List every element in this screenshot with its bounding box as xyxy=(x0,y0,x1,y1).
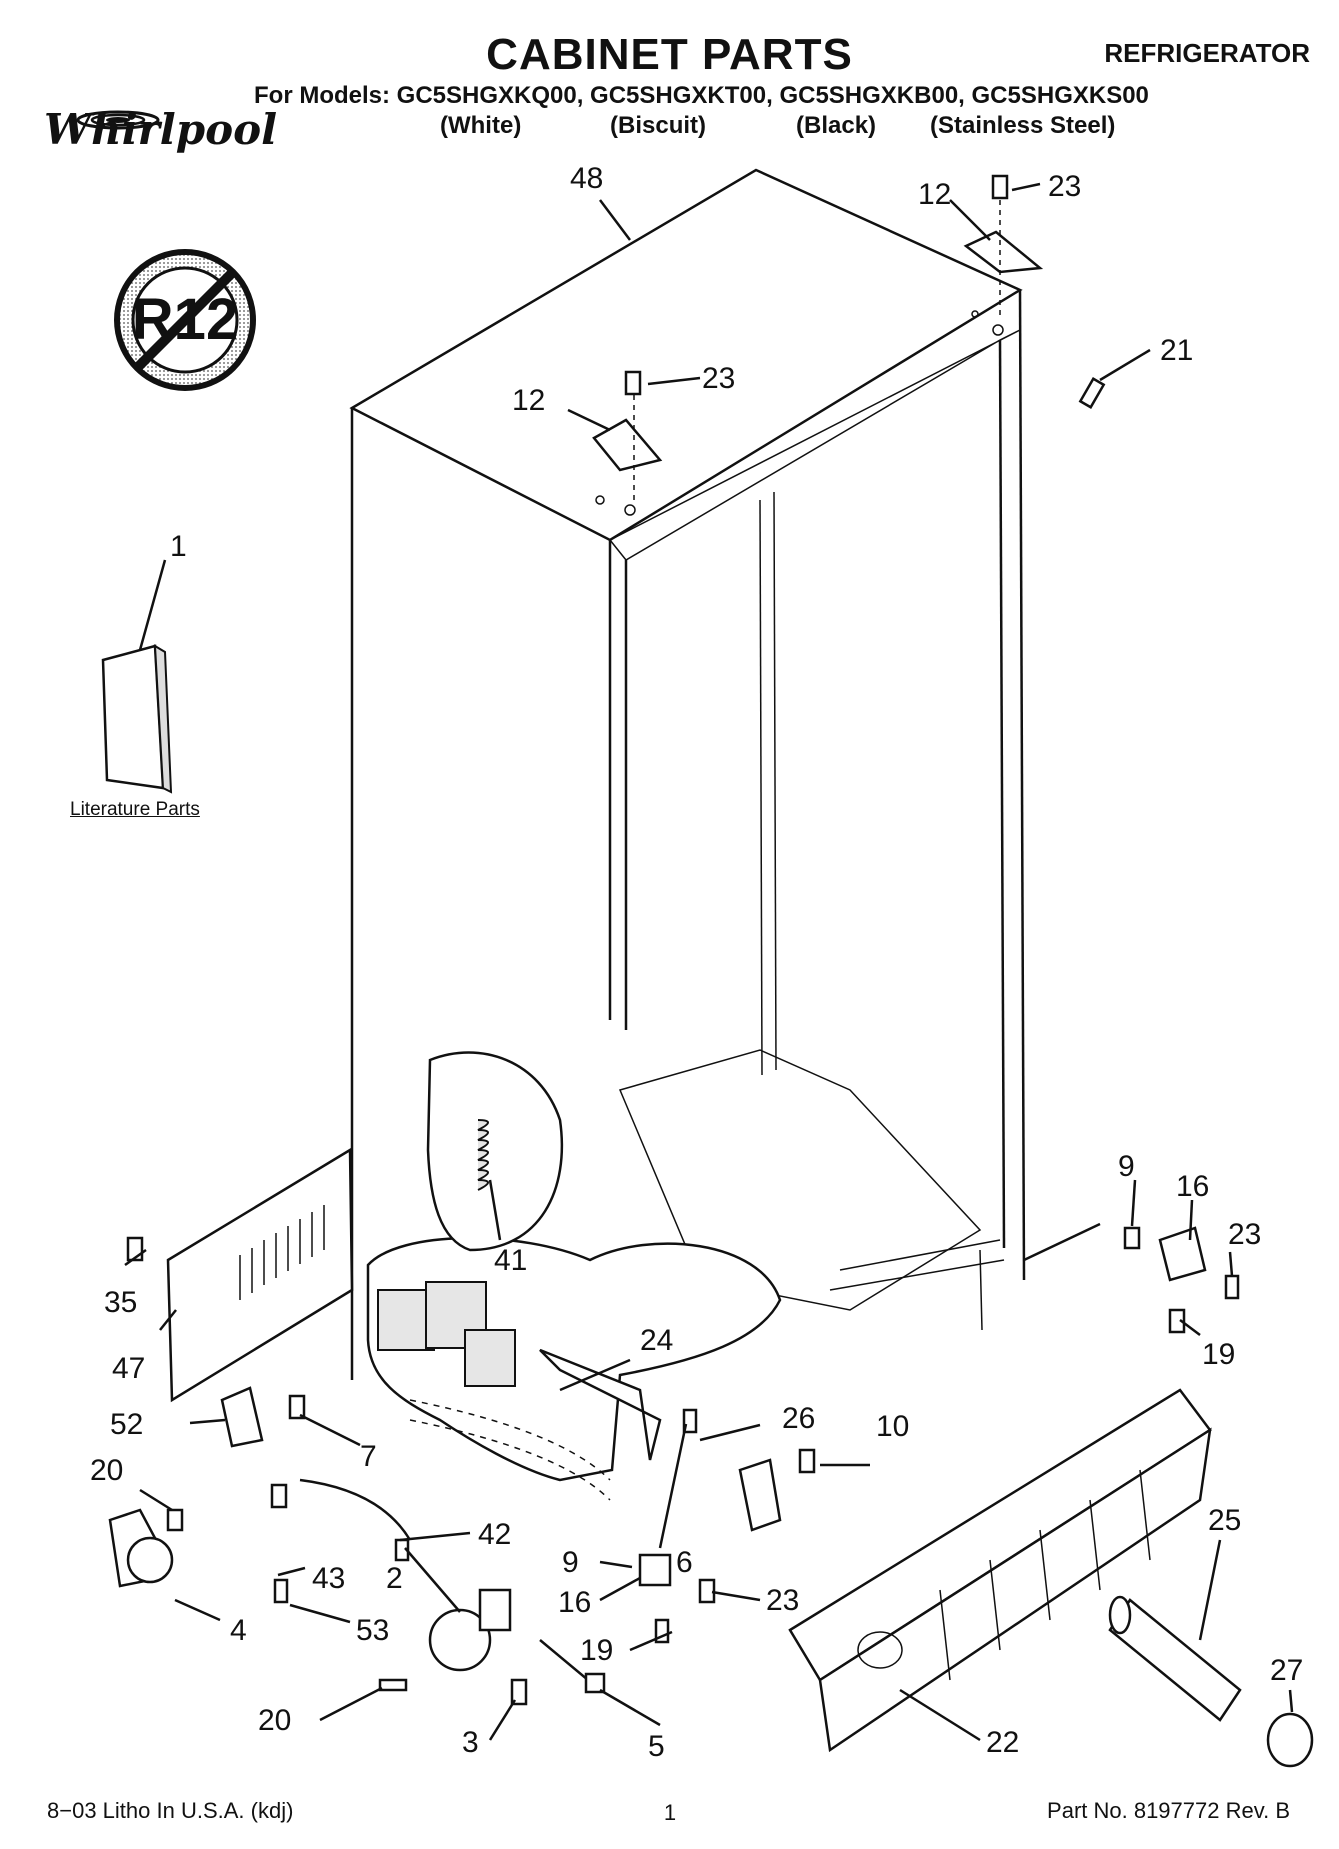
machine-compartment xyxy=(366,1051,782,1501)
callout-7: 7 xyxy=(360,1440,377,1473)
callout-5: 5 xyxy=(648,1730,665,1763)
callout-20-upper: 20 xyxy=(90,1454,123,1487)
callout-22: 22 xyxy=(986,1726,1019,1759)
callout-9-right: 9 xyxy=(1118,1150,1135,1183)
callout-21: 21 xyxy=(1160,334,1193,367)
callout-9-lower: 9 xyxy=(562,1546,579,1579)
literature-parts-label: Literature Parts xyxy=(70,799,200,820)
top-hinge-left xyxy=(592,370,663,500)
no-r12-badge-icon: R12 xyxy=(114,249,256,391)
footer-page-number: 1 xyxy=(663,1800,677,1825)
callout-1: 1 xyxy=(170,530,187,563)
callout-24: 24 xyxy=(640,1324,673,1357)
footer-print-info: 8−03 Litho In U.S.A. (kdj) xyxy=(47,1798,294,1823)
small-hardware xyxy=(108,377,1240,1706)
callout-26: 26 xyxy=(782,1402,815,1435)
leader-lines xyxy=(124,182,1294,1742)
whirlpool-swirl-icon xyxy=(76,110,160,130)
footer-part-number: Part No. 8197772 Rev. B xyxy=(1047,1798,1290,1823)
callout-12-right: 12 xyxy=(918,178,951,211)
appliance-category: REFRIGERATOR xyxy=(1104,38,1310,68)
callout-23-top-left: 23 xyxy=(702,362,735,395)
callout-25: 25 xyxy=(1208,1504,1241,1537)
water-filter xyxy=(1108,1595,1314,1768)
callout-23-top-right: 23 xyxy=(1048,170,1081,203)
callout-53: 53 xyxy=(356,1614,389,1647)
callout-27: 27 xyxy=(1270,1654,1303,1687)
variant-black: (Black) xyxy=(796,112,877,139)
variant-biscuit: (Biscuit) xyxy=(610,112,706,139)
callout-48: 48 xyxy=(570,162,603,195)
callout-35: 35 xyxy=(104,1286,137,1319)
callout-47: 47 xyxy=(112,1352,145,1385)
callout-42: 42 xyxy=(478,1518,511,1551)
callout-16-lower: 16 xyxy=(558,1586,591,1619)
callout-10: 10 xyxy=(876,1410,909,1443)
callout-3: 3 xyxy=(462,1726,479,1759)
callout-20-lower: 20 xyxy=(258,1704,291,1737)
callout-19-right: 19 xyxy=(1202,1338,1235,1371)
literature-booklet-icon xyxy=(101,644,173,794)
variant-stainless-steel: (Stainless Steel) xyxy=(930,112,1116,139)
callout-12-left: 12 xyxy=(512,384,545,417)
rear-access-panel xyxy=(166,1147,354,1403)
callout-52: 52 xyxy=(110,1408,143,1441)
callout-2: 2 xyxy=(386,1562,403,1595)
callout-19-lower: 19 xyxy=(580,1634,613,1667)
callout-4: 4 xyxy=(230,1614,247,1647)
whirlpool-logo: Whirlpool xyxy=(44,105,278,154)
variant-white: (White) xyxy=(440,112,522,139)
toe-grille xyxy=(788,1388,1212,1753)
page-title: CABINET PARTS xyxy=(486,30,853,79)
callout-41: 41 xyxy=(494,1244,527,1277)
callout-43: 43 xyxy=(312,1562,345,1595)
models-line: For Models: GC5SHGXKQ00, GC5SHGXKT00, GC… xyxy=(254,82,1149,109)
callout-numbers: 48 12 23 12 23 21 1 9 16 23 41 35 47 24 … xyxy=(90,162,1303,1763)
callout-23-lower: 23 xyxy=(766,1584,799,1617)
callout-16-right: 16 xyxy=(1176,1170,1209,1203)
callout-23-right: 23 xyxy=(1228,1218,1261,1251)
callout-6: 6 xyxy=(676,1546,693,1579)
